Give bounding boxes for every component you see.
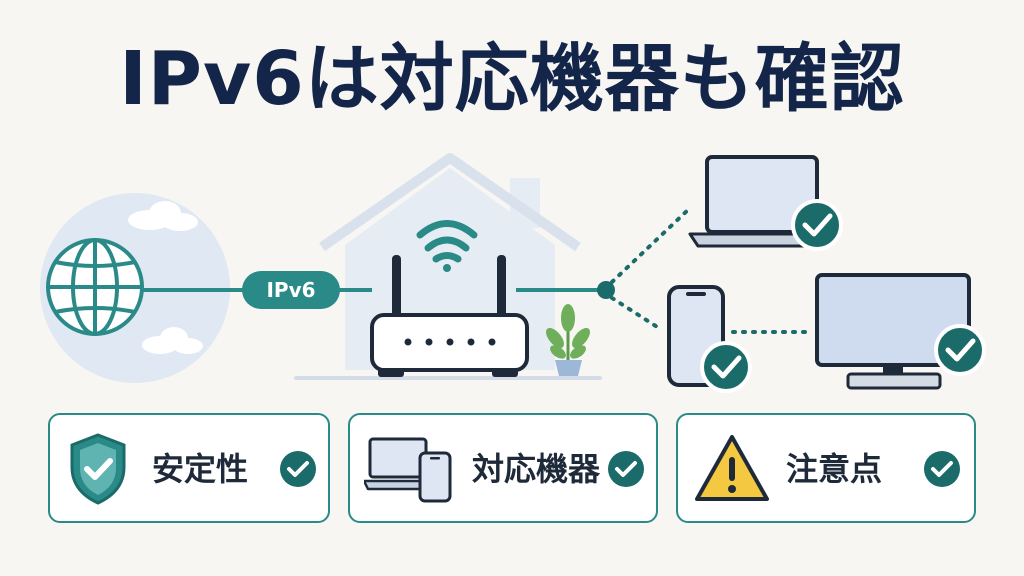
wifi-icon	[416, 220, 478, 272]
laptop-check-icon	[791, 199, 843, 251]
card-label: 安定性	[152, 450, 249, 488]
card-stability: 安定性	[48, 413, 330, 523]
ipv6-label: IPv6	[266, 278, 315, 302]
card-cautions: 注意点	[676, 413, 976, 523]
network-hub-node	[597, 281, 615, 299]
warning-icon	[695, 435, 769, 501]
laptop-icon	[688, 155, 836, 248]
cloud-icon	[128, 201, 198, 231]
card-label: 対応機器	[472, 450, 601, 488]
devices-icon	[364, 437, 452, 503]
page-title: IPv6は対応機器も確認	[119, 36, 905, 122]
card-compatible-devices: 対応機器	[348, 413, 658, 523]
router-icon	[370, 255, 529, 377]
cloud-icon	[142, 327, 203, 354]
desktop-monitor-icon	[815, 273, 971, 390]
shield-check-icon	[70, 433, 126, 505]
check-icon	[608, 451, 644, 487]
check-icon	[280, 451, 316, 487]
dotted-link	[610, 296, 664, 332]
globe-icon	[46, 238, 144, 336]
ipv6-connection-badge: IPv6	[242, 271, 340, 309]
monitor-check-icon	[934, 324, 986, 376]
internet-globe-area	[40, 193, 230, 383]
smartphone-check-icon	[700, 341, 752, 393]
check-icon	[924, 451, 960, 487]
dotted-link	[610, 206, 692, 284]
card-label: 注意点	[786, 450, 883, 488]
plant-icon	[546, 304, 590, 376]
